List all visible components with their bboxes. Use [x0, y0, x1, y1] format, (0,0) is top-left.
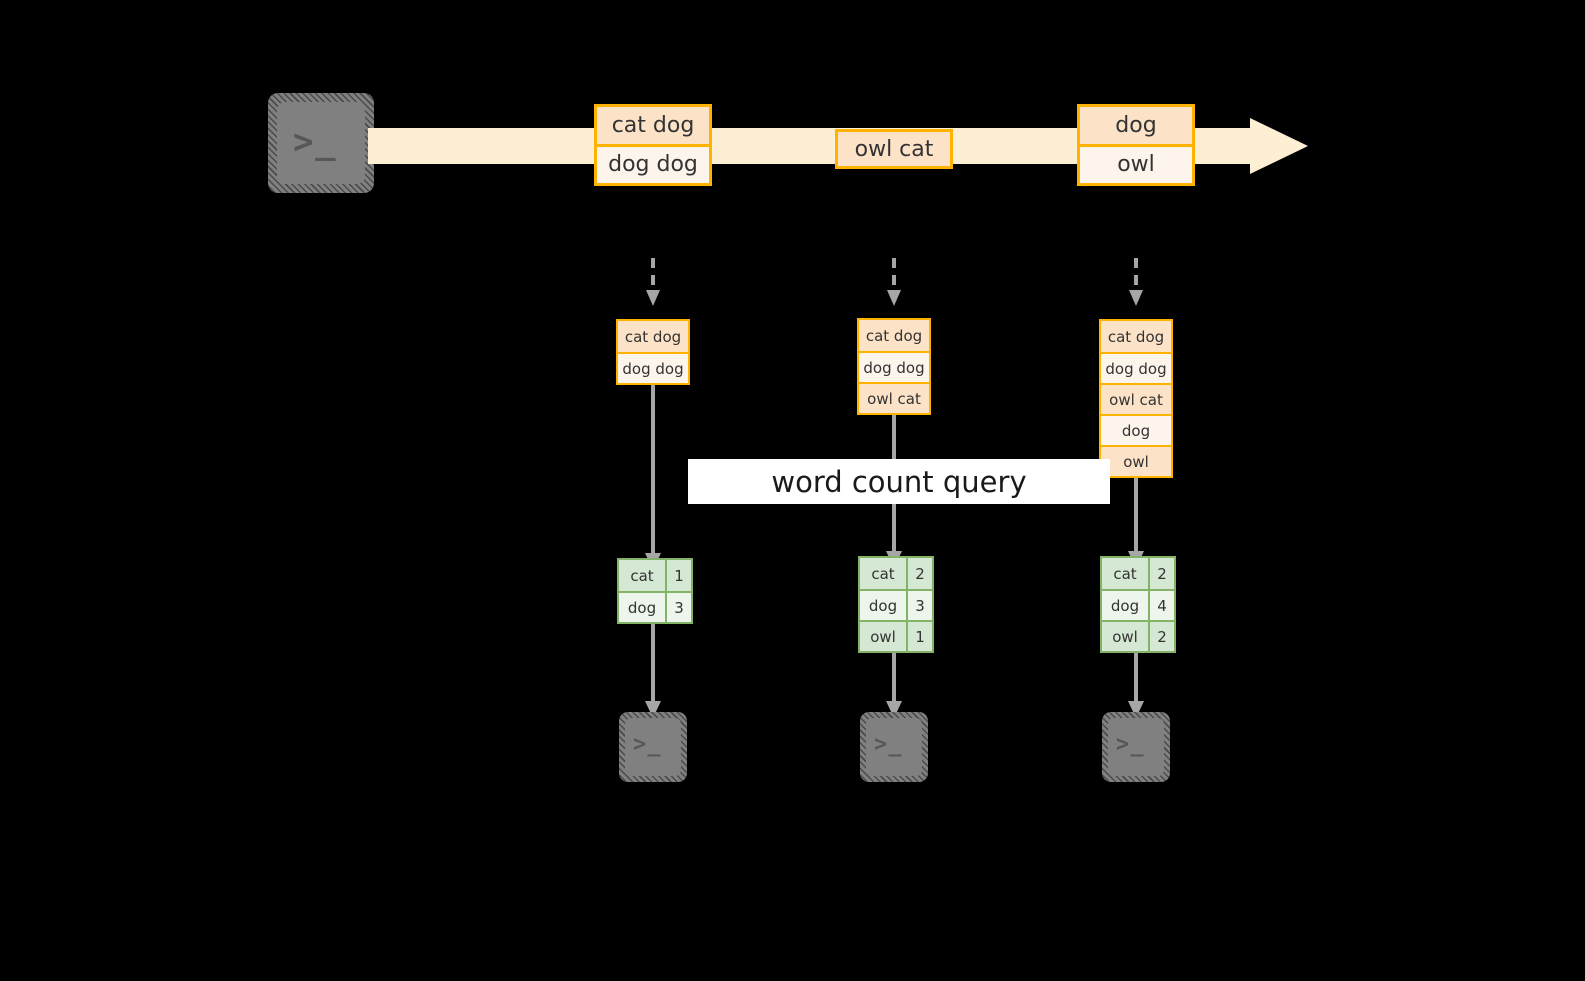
result-table-trigger-1: cat 1 dog 3: [617, 558, 693, 624]
input-table-trigger-2: cat dog dog dog owl cat: [857, 318, 931, 415]
terminal-prompt-text: >_: [874, 732, 903, 757]
input-table-row: cat dog: [1101, 321, 1171, 352]
result-word-cell: cat: [619, 560, 665, 591]
table-row: owl 1: [860, 620, 932, 651]
arrow-shaft: [651, 258, 655, 291]
result-word-cell: dog: [860, 591, 906, 620]
stream-event-batch-2: owl cat: [835, 129, 953, 169]
table-row: cat 2: [1102, 558, 1174, 589]
table-row: cat 1: [619, 560, 691, 591]
result-count-cell: 3: [906, 591, 932, 620]
result-count-cell: 2: [1148, 622, 1174, 651]
input-table-row: cat dog: [859, 320, 929, 351]
sink-terminal-icon-1: >_: [619, 712, 687, 782]
table-row: dog 4: [1102, 589, 1174, 620]
terminal-prompt-text: >_: [1116, 732, 1145, 757]
arrow-shaft: [892, 258, 896, 291]
input-table-row: cat dog: [618, 321, 688, 352]
input-table-row: dog dog: [618, 352, 688, 383]
stream-event-line: owl cat: [838, 132, 950, 166]
dashed-arrow-to-input-table-3: [1129, 258, 1143, 306]
arrow-head: [646, 290, 660, 306]
input-table-row: dog dog: [859, 351, 929, 382]
solid-arrow-result-to-sink-2: [886, 650, 902, 718]
arrow-shaft: [1134, 258, 1138, 291]
arrow-shaft: [651, 382, 655, 555]
arrow-shaft: [1134, 650, 1138, 703]
sink-terminal-icon-2: >_: [860, 712, 928, 782]
result-word-cell: cat: [860, 558, 906, 589]
input-table-trigger-3: cat dog dog dog owl cat dog owl: [1099, 319, 1173, 478]
terminal-screen: [866, 718, 922, 776]
result-word-cell: cat: [1102, 558, 1148, 589]
input-table-row: dog: [1101, 414, 1171, 445]
arrow-head: [1129, 290, 1143, 306]
input-table-row: owl cat: [1101, 383, 1171, 414]
stream-event-line: dog: [1080, 107, 1192, 144]
result-count-cell: 1: [906, 622, 932, 651]
arrow-shaft: [651, 620, 655, 703]
result-table-trigger-2: cat 2 dog 3 owl 1: [858, 556, 934, 653]
terminal-prompt-text: >_: [293, 122, 338, 162]
dashed-arrow-to-input-table-1: [646, 258, 660, 306]
result-word-cell: owl: [860, 622, 906, 651]
table-row: cat 2: [860, 558, 932, 589]
terminal-screen: [1108, 718, 1164, 776]
solid-arrow-result-to-sink-3: [1128, 650, 1144, 718]
input-table-row: dog dog: [1101, 352, 1171, 383]
input-table-trigger-1: cat dog dog dog: [616, 319, 690, 385]
result-count-cell: 3: [665, 593, 691, 622]
stream-event-line: owl: [1080, 143, 1192, 183]
result-word-cell: dog: [1102, 591, 1148, 620]
terminal-screen: [277, 102, 365, 184]
table-row: dog 3: [860, 589, 932, 620]
input-table-row: owl: [1101, 445, 1171, 476]
table-row: dog 3: [619, 591, 691, 622]
stream-event-batch-1: cat dog dog dog: [594, 104, 712, 186]
result-count-cell: 2: [906, 558, 932, 589]
query-label: word count query: [688, 459, 1110, 504]
stream-event-batch-3: dog owl: [1077, 104, 1195, 186]
terminal-prompt-text: >_: [633, 732, 662, 757]
result-count-cell: 1: [665, 560, 691, 591]
input-table-row: owl cat: [859, 382, 929, 413]
stream-arrow-head: [1250, 118, 1308, 174]
table-row: owl 2: [1102, 620, 1174, 651]
result-word-cell: dog: [619, 593, 665, 622]
result-table-trigger-3: cat 2 dog 4 owl 2: [1100, 556, 1176, 653]
arrow-head: [887, 290, 901, 306]
stream-event-line: cat dog: [597, 107, 709, 144]
stream-event-line: dog dog: [597, 143, 709, 183]
result-count-cell: 2: [1148, 558, 1174, 589]
sink-terminal-icon-3: >_: [1102, 712, 1170, 782]
solid-arrow-input-to-result-1: [645, 382, 661, 570]
arrow-shaft: [1134, 474, 1138, 553]
solid-arrow-result-to-sink-1: [645, 620, 661, 718]
result-word-cell: owl: [1102, 622, 1148, 651]
terminal-screen: [625, 718, 681, 776]
result-count-cell: 4: [1148, 591, 1174, 620]
arrow-shaft: [892, 650, 896, 703]
source-terminal-icon: >_: [268, 93, 374, 193]
solid-arrow-input-to-result-3: [1128, 474, 1144, 568]
dashed-arrow-to-input-table-2: [887, 258, 901, 306]
